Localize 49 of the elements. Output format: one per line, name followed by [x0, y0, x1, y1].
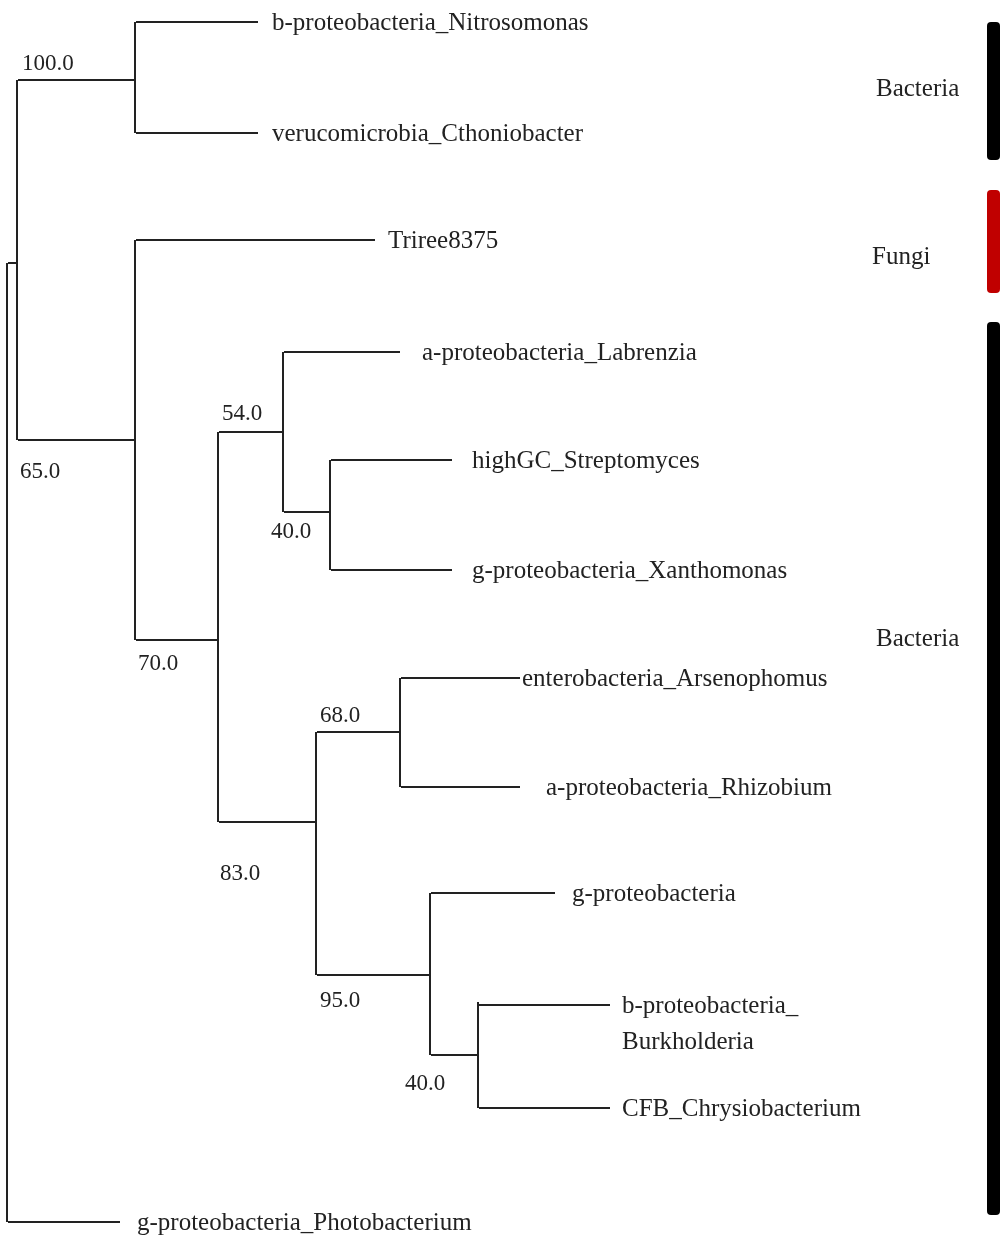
- tree-branch: [17, 439, 135, 441]
- tree-branch: [135, 132, 259, 134]
- tree-branch: [316, 974, 430, 976]
- tree-branch: [330, 569, 453, 571]
- tree-branch: [430, 1054, 478, 1056]
- bootstrap-value: 54.0: [222, 400, 263, 426]
- group-bar: [987, 190, 1000, 293]
- taxon-label: g-proteobacteria: [555, 874, 736, 912]
- bootstrap-value: 95.0: [320, 987, 361, 1013]
- tree-branch: [478, 1107, 611, 1109]
- bootstrap-value: 40.0: [405, 1070, 446, 1096]
- tree-branch: [7, 262, 17, 264]
- tree-branch: [218, 431, 283, 433]
- tree-branch: [17, 79, 135, 81]
- bootstrap-value: 65.0: [20, 458, 61, 484]
- group-label: Bacteria: [876, 623, 960, 653]
- tree-branch: [7, 1221, 121, 1223]
- tree-branch: [283, 511, 330, 513]
- taxon-label: Triree8375: [375, 221, 499, 259]
- taxon-label: b-proteobacteria_ Burkholderia: [610, 987, 862, 1059]
- tree-branch: [430, 892, 556, 894]
- tree-branch: [400, 786, 521, 788]
- taxon-label: verucomicrobia_Cthoniobacter: [258, 114, 583, 152]
- tree-branch: [316, 731, 400, 733]
- bootstrap-value: 68.0: [320, 702, 361, 728]
- group-bar: [987, 322, 1000, 1215]
- taxon-label: enterobacteria_Arsenophomus: [520, 659, 828, 697]
- taxon-label: highGC_Streptomyces: [452, 441, 700, 479]
- tree-branch: [400, 677, 521, 679]
- bootstrap-value: 70.0: [138, 650, 179, 676]
- tree-branch: [478, 1004, 611, 1006]
- bootstrap-value: 40.0: [271, 518, 312, 544]
- tree-branch: [330, 459, 453, 461]
- group-bar: [987, 22, 1000, 160]
- taxon-label: CFB_Chrysiobacterium: [610, 1089, 861, 1127]
- bootstrap-value: 83.0: [220, 860, 261, 886]
- tree-branch: [135, 639, 218, 641]
- taxon-label: g-proteobacteria_Photobacterium: [120, 1203, 472, 1241]
- group-label: Bacteria: [876, 73, 960, 103]
- taxon-label: a-proteobacteria_Rhizobium: [520, 768, 832, 806]
- taxon-label: g-proteobacteria_Xanthomonas: [452, 551, 788, 589]
- tree-branch: [135, 21, 259, 23]
- tree-branch: [135, 239, 376, 241]
- tree-branch: [283, 351, 401, 353]
- bootstrap-value: 100.0: [22, 50, 74, 76]
- taxon-label: a-proteobacteria_Labrenzia: [400, 333, 697, 371]
- group-label: Fungi: [872, 241, 931, 271]
- tree-branch: [218, 821, 316, 823]
- taxon-label: b-proteobacteria_Nitrosomonas: [258, 3, 589, 41]
